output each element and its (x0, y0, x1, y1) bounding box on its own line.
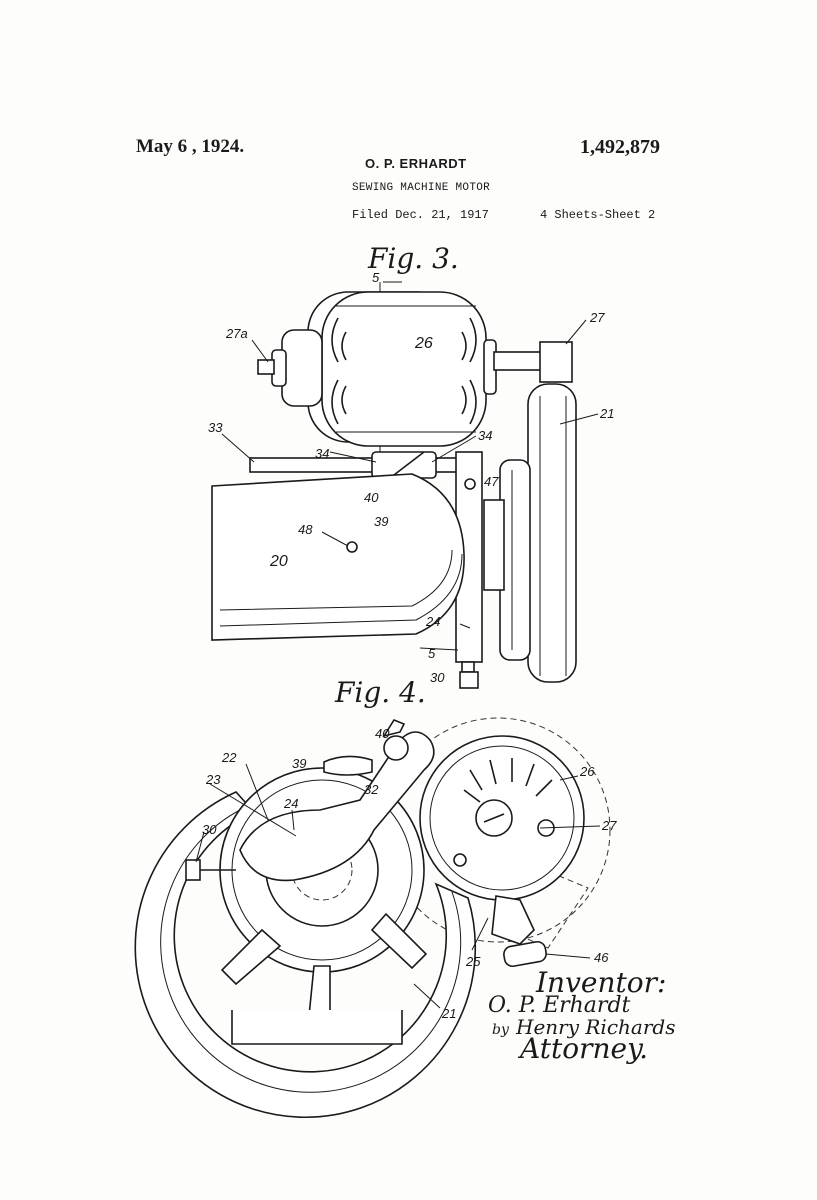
fig3-shaft-27 (493, 351, 545, 371)
patent-title: SEWING MACHINE MOTOR (352, 182, 491, 194)
attorney-signature: Henry Richards (515, 1015, 675, 1039)
fig3-label-26: 26 (414, 335, 433, 352)
fig3-pivot-47 (464, 478, 476, 490)
fig4-label-46: 46 (594, 950, 609, 965)
fig3-label-20: 20 (269, 553, 288, 570)
fig4-pivot (383, 735, 409, 761)
signature-block: Inventor: O. P. Erhardt by Henry Richard… (488, 966, 675, 1065)
fig4-label-39: 39 (292, 756, 306, 771)
sheet-count: 4 Sheets-Sheet 2 (540, 208, 656, 222)
fig3-label-27: 27 (589, 310, 605, 325)
fig4-label-27: 27 (601, 818, 617, 833)
fig4-lever-39 (323, 755, 373, 776)
fig3-label-5-bottom: 5 (428, 646, 436, 661)
fig4-label-26: 26 (579, 764, 595, 779)
attorney-prefix: by (492, 1022, 510, 1038)
fig3-label-34-right: 34 (478, 428, 492, 443)
inventor-label: Inventor: (535, 966, 666, 999)
fig4-knob-46 (503, 940, 547, 968)
fig4-label-23: 23 (205, 772, 221, 787)
fig3-caption: Fig. 3. (367, 242, 459, 275)
fig3-label-40: 40 (364, 490, 379, 505)
fig3-label-48: 48 (298, 522, 313, 537)
fig4-label-32: 32 (364, 782, 379, 797)
fig3-label-24: 24 (425, 614, 440, 629)
fig3-machine-frame-20 (211, 473, 465, 641)
fig4-label-21: 21 (441, 1006, 456, 1021)
fig3-handwheel-21 (527, 383, 577, 683)
fig4-label-30: 30 (202, 822, 217, 837)
patent-number: 1,492,879 (580, 136, 660, 158)
fig4-arm-24-32 (239, 731, 435, 882)
fig3-hole-48 (346, 541, 358, 553)
filed-date: Filed Dec. 21, 1917 (352, 208, 489, 222)
fig4-label-25: 25 (465, 954, 481, 969)
fig4-drawing: Fig. 4. (134, 676, 617, 1119)
fig3-label-47: 47 (484, 474, 499, 489)
patent-date: May 6 , 1924. (136, 136, 245, 157)
fig4-label-40: 40 (375, 726, 390, 741)
fig4-label-24: 24 (283, 796, 298, 811)
fig4-screw-30 (185, 859, 201, 881)
fig3-label-21: 21 (599, 406, 614, 421)
fig4-label-22: 22 (221, 750, 237, 765)
inventor-name-header: O. P. ERHARDT (365, 156, 467, 171)
fig4-caption: Fig. 4. (334, 676, 426, 709)
fig3-pulley-hub-27 (539, 341, 573, 383)
fig3-label-34-left: 34 (315, 446, 329, 461)
attorney-label: Attorney. (517, 1032, 648, 1065)
fig3-label-30: 30 (430, 670, 445, 685)
fig3-shaft-27a (257, 359, 275, 375)
fig4-motor-26 (419, 735, 585, 968)
fig4-machine-column (231, 1010, 403, 1045)
fig3-label-5-top: 5 (372, 270, 380, 285)
fig3-end-bell-left (281, 329, 323, 407)
inventor-signature: O. P. Erhardt (488, 993, 631, 1018)
fig3-small-pulley (483, 459, 531, 661)
fig3-label-27a: 27a (225, 326, 248, 341)
fig3-label-39: 39 (374, 514, 388, 529)
fig3-motor-housing (307, 291, 487, 447)
fig3-screw-30 (459, 671, 479, 689)
fig3-label-33: 33 (208, 420, 223, 435)
fig3-drawing: Fig. 3. (208, 242, 614, 689)
fig4-screw-40 (382, 719, 406, 738)
